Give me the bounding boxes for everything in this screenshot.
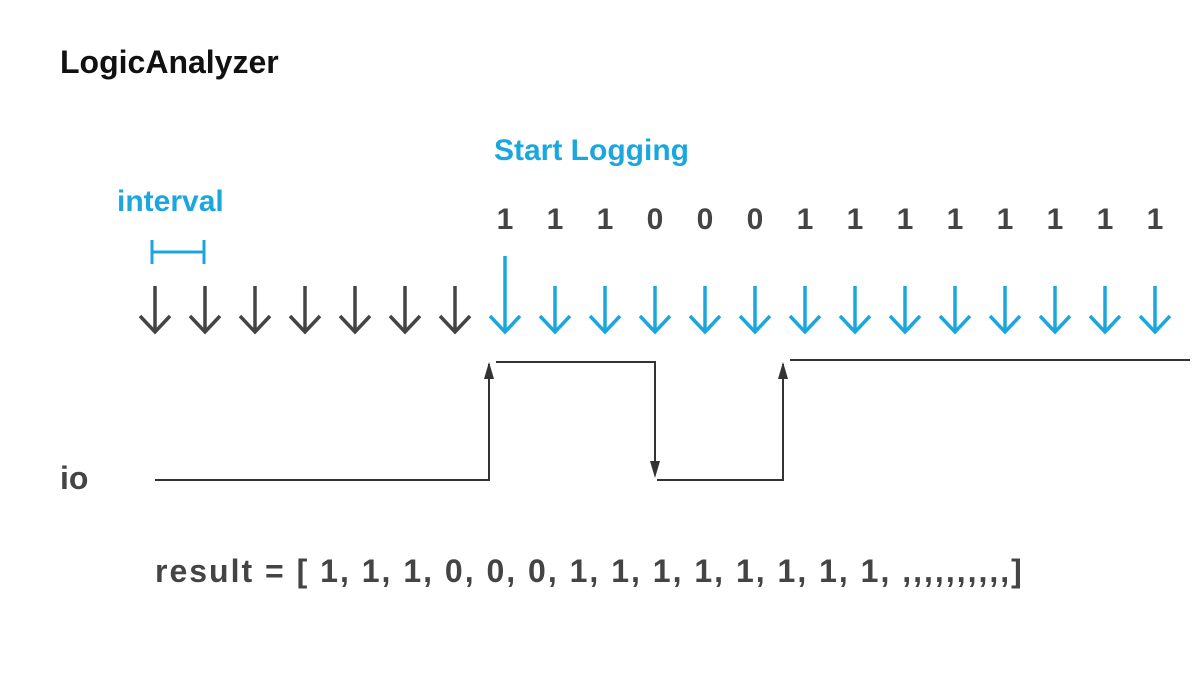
pre-trigger-sample-arrow <box>438 286 472 335</box>
rising-edge-arrowhead <box>484 362 494 379</box>
logged-sample-arrow <box>538 286 572 335</box>
diagram-title: LogicAnalyzer <box>60 44 279 80</box>
interval-marker <box>150 240 206 264</box>
bit-label: 1 <box>497 203 514 236</box>
pre-trigger-sample-arrow <box>288 286 322 335</box>
falling-edge-arrowhead <box>650 461 660 478</box>
io-waveform <box>155 359 1190 481</box>
rising-edge-arrowhead-2 <box>778 362 788 379</box>
bit-label: 1 <box>1097 203 1114 236</box>
bit-label: 1 <box>547 203 564 236</box>
io-signal-label: io <box>60 460 89 496</box>
bit-label: 1 <box>597 203 614 236</box>
pre-trigger-sample-arrow <box>238 286 272 335</box>
bit-label: 0 <box>647 203 664 236</box>
bit-label: 1 <box>1147 203 1164 236</box>
pre-trigger-sample-arrow <box>138 286 172 335</box>
bit-label: 1 <box>1047 203 1064 236</box>
waveform-low-segment <box>155 364 490 481</box>
logged-sample-arrow <box>838 286 872 335</box>
interval-label: interval <box>117 185 224 218</box>
bit-label: 1 <box>797 203 814 236</box>
logged-sample-arrow <box>888 286 922 335</box>
trigger-sample-arrow <box>488 256 522 335</box>
bit-label: 1 <box>847 203 864 236</box>
logged-sample-arrow <box>688 286 722 335</box>
bit-label: 0 <box>747 203 764 236</box>
logged-sample-arrow <box>588 286 622 335</box>
pre-trigger-sample-arrow <box>338 286 372 335</box>
bit-label: 1 <box>997 203 1014 236</box>
pre-trigger-sample-arrow <box>188 286 222 335</box>
logged-sample-arrow <box>988 286 1022 335</box>
logged-sample-arrow <box>788 286 822 335</box>
sample-arrows <box>138 256 1172 335</box>
pre-trigger-sample-arrow <box>388 286 422 335</box>
logged-sample-arrow <box>938 286 972 335</box>
bit-label: 0 <box>697 203 714 236</box>
logged-sample-arrow <box>1038 286 1072 335</box>
logged-sample-arrow <box>638 286 672 335</box>
bit-label: 1 <box>947 203 964 236</box>
logged-sample-arrow <box>1088 286 1122 335</box>
logged-sample-arrow <box>1138 286 1172 335</box>
start-logging-label: Start Logging <box>494 134 689 167</box>
result-array-text: result = [ 1, 1, 1, 0, 0, 0, 1, 1, 1, 1,… <box>155 553 1024 589</box>
bit-label: 1 <box>897 203 914 236</box>
waveform-low-pulse-segment <box>657 364 784 481</box>
waveform-high-segment <box>496 361 656 475</box>
logged-sample-arrow <box>738 286 772 335</box>
